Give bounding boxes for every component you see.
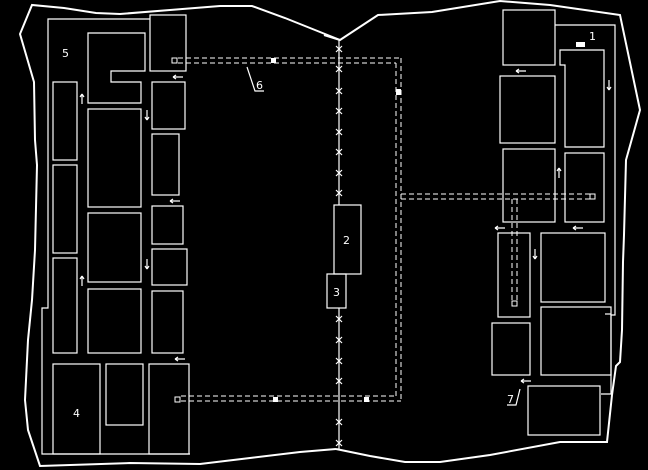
fence-marker [335,45,343,53]
building-4 [52,363,101,455]
fence-marker [335,357,343,365]
pipeline [171,57,596,403]
left-buildings [52,14,190,455]
building-l-shaped [559,49,605,148]
fence-marker [335,148,343,156]
building [87,288,142,354]
building-3 [326,273,347,309]
building [151,133,180,196]
pipeline-end-open [174,396,181,403]
building [491,322,531,376]
building [502,9,556,66]
arrow-down-icon [144,110,150,121]
arrow-left-icon [494,225,505,231]
building [151,81,186,130]
building [527,385,601,436]
fence-marker [335,439,343,447]
fence-marker [335,336,343,344]
arrow-left-icon [172,74,183,80]
label-2: 2 [343,234,350,247]
arrow-down-icon [606,80,612,91]
left-site-boundary [41,18,190,455]
pipeline-node [271,58,276,63]
fence-marker [335,65,343,73]
building [151,205,184,245]
building [502,148,556,223]
pipeline-end-open [511,300,518,307]
building [540,232,606,303]
arrow-left-icon [174,356,185,362]
building [540,306,612,376]
arrow-left-icon [169,198,180,204]
pipeline-node [396,89,401,95]
right-site-boundary [555,24,616,395]
fence-marker [335,315,343,323]
building [149,14,187,72]
building [52,81,78,161]
arrow-down-icon [532,249,538,260]
traffic-arrows [79,68,612,384]
building [52,164,78,254]
fence-marker [335,418,343,426]
arrow-left-icon [520,378,531,384]
building [151,248,188,286]
building-2 [333,204,362,275]
building [52,257,78,354]
building [564,152,605,223]
fence-marker [335,87,343,95]
building [87,212,142,283]
building [151,290,184,354]
territory-boundary-right [323,0,642,463]
pipeline-node [364,397,369,402]
territory-boundary-left [18,3,341,468]
arrow-up-icon [79,275,85,286]
label-1: 1 [589,30,596,43]
label-7: 7 [507,393,514,406]
pipeline-node [273,397,278,402]
fence-marker [335,128,343,136]
arrow-up-icon [556,167,562,178]
fence-marker [335,189,343,197]
arrow-up-icon [79,93,85,104]
building-1-marker [576,42,585,47]
leader-line-6 [246,66,264,92]
building [105,363,144,426]
fence-marker [335,377,343,385]
label-5: 5 [62,47,69,60]
arrow-down-icon [144,259,150,270]
label-4: 4 [73,407,80,420]
fence-marker [335,107,343,115]
label-3: 3 [333,286,340,299]
pipeline-end-open [171,57,178,64]
building [148,363,190,455]
building-u-shaped [87,32,146,104]
building [499,75,556,144]
fence-line [335,40,343,449]
right-buildings [491,9,612,436]
fence-marker [335,169,343,177]
leader-line-7 [507,388,521,406]
building [497,232,531,318]
label-6: 6 [256,79,263,92]
arrow-left-icon [572,225,583,231]
arrow-left-icon [515,68,526,74]
building [87,108,142,208]
pipeline-end-open [589,193,596,200]
